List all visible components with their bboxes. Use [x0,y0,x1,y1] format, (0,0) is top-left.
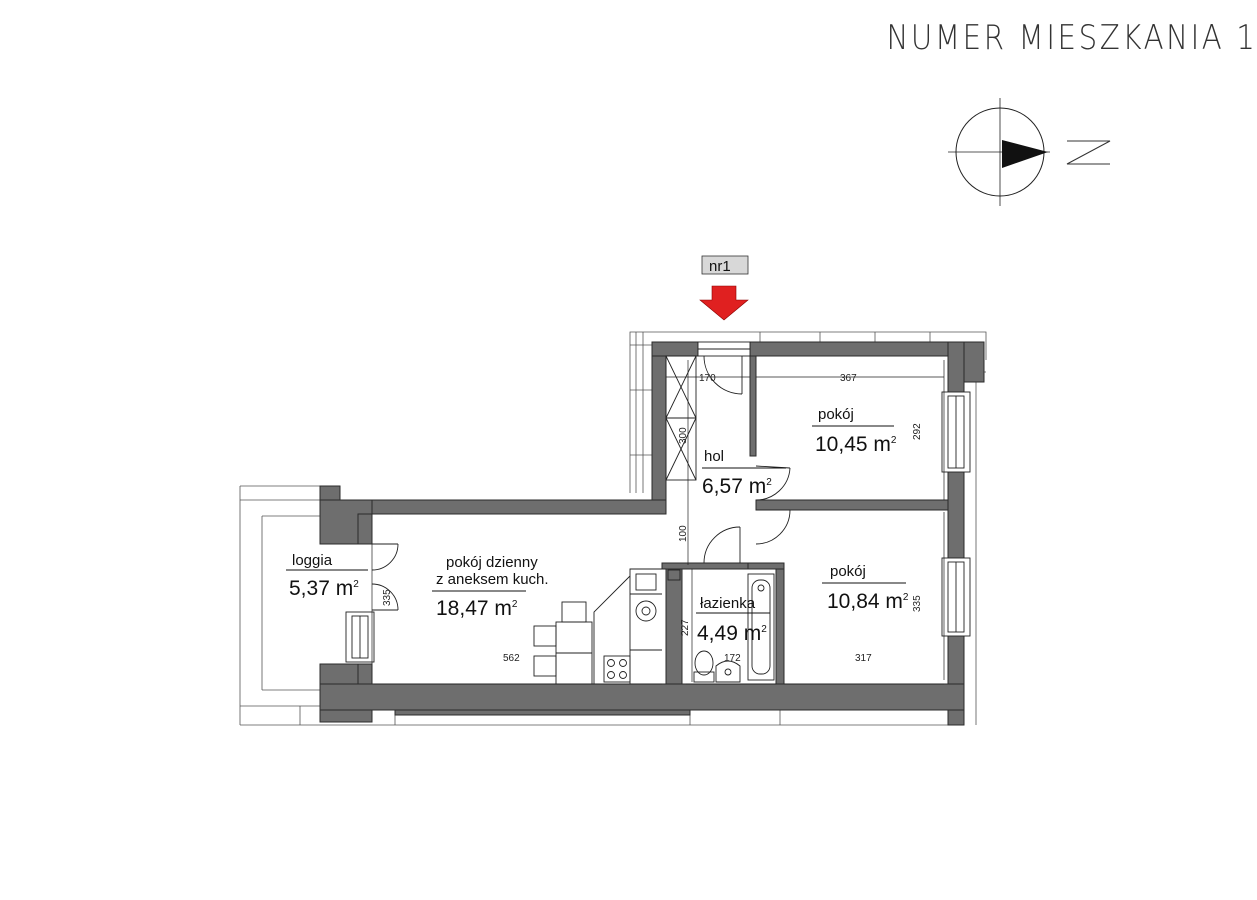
compass-icon [948,98,1050,206]
doors [371,355,791,611]
room-name-bedroom2: pokój [830,563,866,580]
dim-bedroom2-width: 317 [855,653,872,664]
washbasin-icon [715,660,741,683]
dim-loggia-door: 335 [382,589,393,606]
dim-bedroom1-width: 367 [840,373,857,384]
dimension-lines [371,360,945,685]
bathtub-icon [747,573,775,681]
entrance-tag-box [701,255,749,275]
room-label-underlines [286,425,906,614]
dim-hall-passage: 100 [678,525,689,542]
kitchen-fittings [593,568,681,684]
chair-icon [533,655,557,677]
dim-bedroom1-depth: 292 [912,423,923,440]
room-area-bedroom1: 10,45 m2 [815,433,897,456]
room-name-hol: hol [704,448,724,465]
room-area-bathroom: 4,49 m2 [697,622,767,645]
walls [319,341,985,726]
toilet-icon [694,650,714,676]
dim-bath-width: 172 [724,653,741,664]
room-labels: hol 6,57 m2 pokój 10,45 m2 pokój 10,84 m… [289,406,909,645]
room-area-loggia: 5,37 m2 [289,577,359,600]
entrance-tag-label: nr1 [709,258,731,275]
room-name-bedroom1: pokój [818,406,854,423]
door-bath-arc [703,526,741,564]
door-bedroom1-arc [755,467,791,501]
dim-hall-length: 300 [678,427,689,444]
floor-plan: hol 6,57 m2 pokój 10,45 m2 pokój 10,84 m… [0,0,1111,726]
dim-bath-depth: 227 [680,619,691,636]
wardrobe [665,355,697,481]
room-name-bathroom: łazienka [700,595,756,612]
door-loggia-arc2 [371,583,399,611]
dimension-labels: 170 367 292 300 100 562 335 227 172 317 … [382,373,923,664]
room-area-hol: 6,57 m2 [702,475,772,498]
chair-icon [533,625,557,647]
building-outline [239,331,987,726]
north-label: N [0,0,1,1]
windows [345,341,971,663]
dim-living-width: 562 [503,653,520,664]
dining-set [533,601,593,685]
room-name-living-line2: z aneksem kuch. [436,571,549,588]
bathroom-fittings [693,573,775,683]
room-area-living: 18,47 m2 [436,597,518,620]
door-loggia-arc [371,543,399,571]
room-name-living-line1: pokój dzienny [446,554,538,571]
room-area-bedroom2: 10,84 m2 [827,590,909,613]
entrance-marker: nr1 [699,255,749,321]
sink-icon [635,600,657,622]
door-entrance-arc [703,355,743,395]
dim-bedroom2-depth: 335 [912,595,923,612]
cooktop-icon [603,655,631,683]
room-name-loggia: loggia [292,552,333,569]
entrance-arrow-icon [699,285,749,321]
compass-needle [1002,140,1048,168]
dim-hall-width: 170 [699,373,716,384]
chair-icon [561,601,587,623]
north-label-glyph [1066,140,1111,165]
door-bedroom2-arc [755,509,791,545]
